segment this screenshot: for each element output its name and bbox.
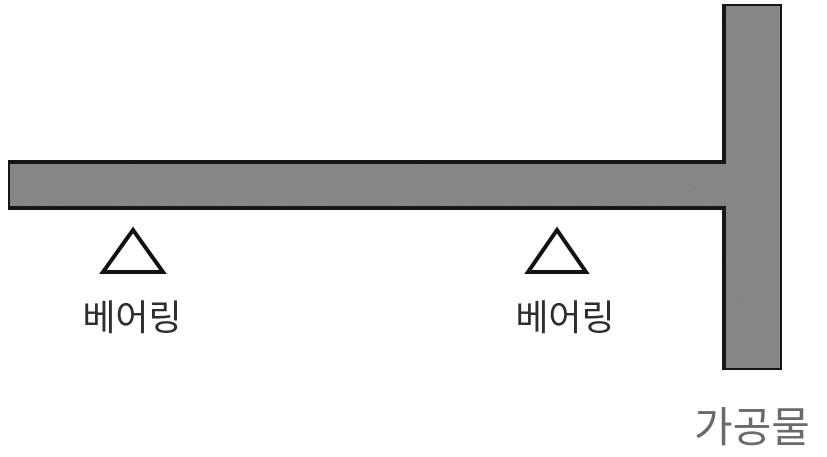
workpiece-label: 가공물 (694, 403, 810, 452)
bearing-left-triangle-icon (99, 226, 167, 274)
bearing-right-label: 베어링 (515, 298, 614, 339)
bearing-left-label: 베어링 (82, 298, 181, 339)
spindle-shaft (6, 2, 784, 372)
bearing-right-triangle-icon (524, 226, 590, 274)
